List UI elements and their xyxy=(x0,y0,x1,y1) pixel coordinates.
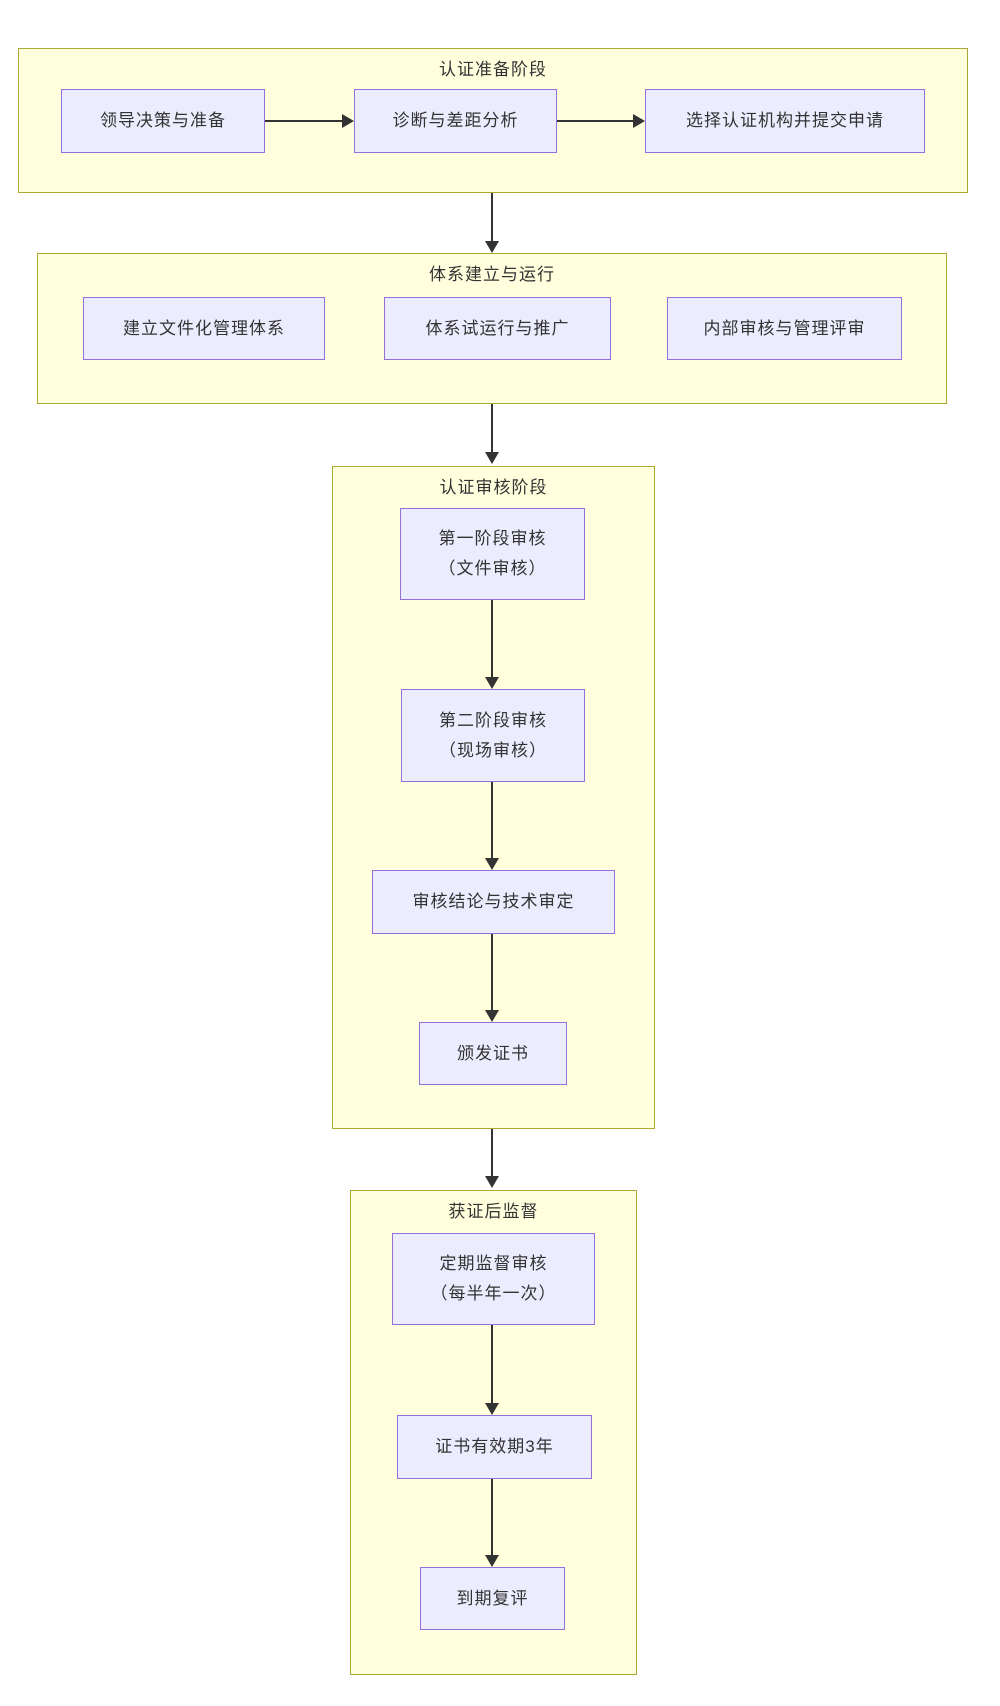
arrow-right-icon xyxy=(265,114,354,128)
flow-node-audit-conclusion: 审核结论与技术审定 xyxy=(372,870,615,934)
node-label: 证书有效期3年 xyxy=(435,1437,554,1456)
node-label: 第一阶段审核 xyxy=(438,529,547,548)
flow-node-gap-analysis: 诊断与差距分析 xyxy=(354,89,557,153)
flow-node-internal-audit: 内部审核与管理评审 xyxy=(667,297,902,360)
node-label: 到期复评 xyxy=(456,1588,529,1608)
flow-node-documented-system: 建立文件化管理体系 xyxy=(83,297,325,360)
flow-node-issue-certificate: 颁发证书 xyxy=(419,1022,567,1085)
arrow-down-icon xyxy=(485,193,499,253)
node-label: 定期监督审核 xyxy=(439,1254,548,1273)
node-label: （每半年一次） xyxy=(430,1284,557,1303)
arrow-down-icon xyxy=(485,1325,499,1415)
arrow-down-icon xyxy=(485,404,499,464)
flow-node-leadership-decision: 领导决策与准备 xyxy=(61,89,265,153)
flow-node-trial-run: 体系试运行与推广 xyxy=(384,297,611,360)
flow-node-stage2-audit: 第二阶段审核 （现场审核） xyxy=(401,689,585,782)
node-label: 内部审核与管理评审 xyxy=(703,318,866,338)
arrow-down-icon xyxy=(485,934,499,1022)
arrow-down-icon xyxy=(485,600,499,689)
node-label: （现场审核） xyxy=(439,740,547,760)
stage-title: 认证审核阶段 xyxy=(439,478,548,497)
node-label: 领导决策与准备 xyxy=(100,111,226,130)
arrow-down-icon xyxy=(485,1129,499,1188)
node-label: 诊断与差距分析 xyxy=(392,111,519,130)
stage-title: 体系建立与运行 xyxy=(429,265,555,284)
node-label: 体系试运行与推广 xyxy=(425,318,570,338)
node-label: 选择认证机构并提交申请 xyxy=(686,111,884,130)
flow-node-certificate-validity: 证书有效期3年 xyxy=(397,1415,592,1479)
node-label: （文件审核） xyxy=(438,559,547,578)
flow-node-periodic-surveillance: 定期监督审核 （每半年一次） xyxy=(392,1233,595,1325)
arrow-down-icon xyxy=(485,1479,499,1567)
arrow-down-icon xyxy=(485,782,499,870)
node-label: 颁发证书 xyxy=(457,1043,529,1063)
node-label: 建立文件化管理体系 xyxy=(123,318,285,338)
stage-title: 获证后监督 xyxy=(448,1202,539,1221)
node-label: 审核结论与技术审定 xyxy=(412,892,575,911)
flow-node-select-certifier: 选择认证机构并提交申请 xyxy=(645,89,925,153)
node-label: 第二阶段审核 xyxy=(439,710,547,730)
stage-title: 认证准备阶段 xyxy=(439,60,547,79)
flow-node-stage1-audit: 第一阶段审核 （文件审核） xyxy=(400,508,585,600)
flow-node-reassessment: 到期复评 xyxy=(420,1567,565,1630)
arrow-right-icon xyxy=(557,114,645,128)
